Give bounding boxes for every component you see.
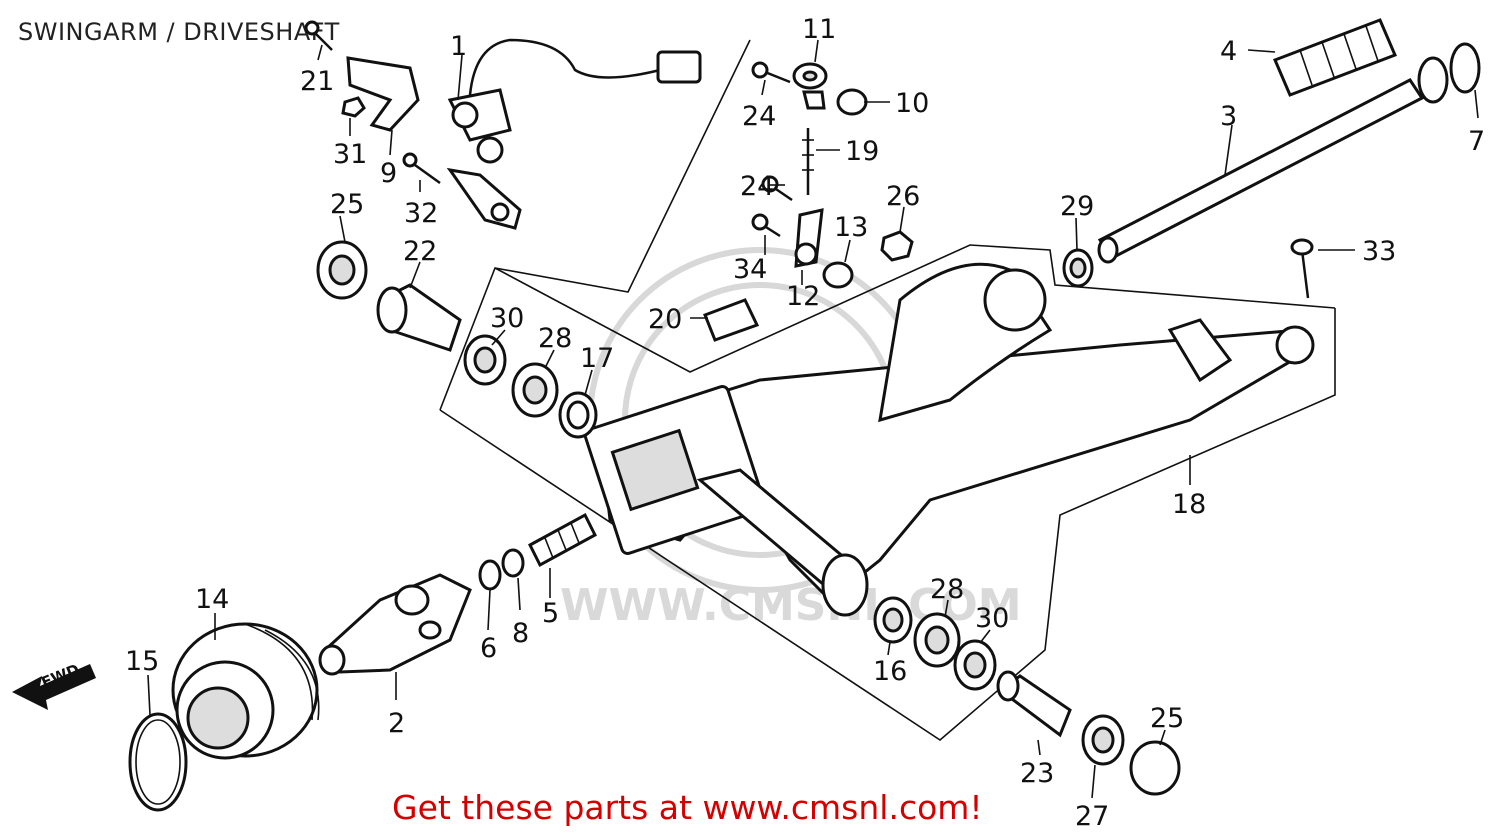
part-4-spring[interactable] xyxy=(1273,18,1397,97)
part-23-pivot-bolt[interactable] xyxy=(996,670,1072,738)
part-30-seal-upper[interactable] xyxy=(463,334,507,386)
callout-22: 22 xyxy=(403,236,437,267)
part-1-switch[interactable] xyxy=(446,38,702,230)
part-19-rod[interactable] xyxy=(802,128,814,195)
callout-19: 19 xyxy=(845,136,879,167)
assembly-outline xyxy=(439,39,1336,741)
part-32-bolt[interactable] xyxy=(402,152,441,185)
callout-25b: 25 xyxy=(1150,703,1184,734)
part-6-ring[interactable] xyxy=(478,559,502,591)
part-22-pivot-bolt[interactable] xyxy=(376,283,462,352)
callout-27: 27 xyxy=(1075,801,1109,832)
part-29-seal[interactable] xyxy=(1062,248,1094,288)
callout-30a: 30 xyxy=(490,303,524,334)
part-26-nut[interactable] xyxy=(880,230,914,262)
callout-24a: 24 xyxy=(742,101,776,132)
diagram-title: SWINGARM / DRIVESHAFT xyxy=(18,18,340,46)
part-24-bolt-upper[interactable] xyxy=(751,61,791,84)
callout-15: 15 xyxy=(125,646,159,677)
part-11-washer[interactable] xyxy=(792,62,828,110)
leader-lines xyxy=(147,39,1479,799)
callout-2: 2 xyxy=(388,708,405,739)
callout-34: 34 xyxy=(733,254,767,285)
part-33-bolt[interactable] xyxy=(1290,238,1314,299)
part-34-bolt[interactable] xyxy=(751,213,781,238)
callout-4: 4 xyxy=(1220,36,1237,67)
part-25-cap-upper[interactable] xyxy=(316,240,368,300)
part-2-universal-joint[interactable] xyxy=(318,573,472,676)
callout-11: 11 xyxy=(802,14,836,45)
callout-1: 1 xyxy=(450,31,467,62)
swingarm[interactable] xyxy=(583,262,1315,617)
part-10-nut[interactable] xyxy=(836,88,868,116)
part-27-locknut[interactable] xyxy=(1081,714,1125,766)
callout-20: 20 xyxy=(648,304,682,335)
callout-18: 18 xyxy=(1172,489,1206,520)
cmsnl-link[interactable]: Get these parts at www.cmsnl.com! xyxy=(392,788,983,827)
callout-28b: 28 xyxy=(930,574,964,605)
callout-6: 6 xyxy=(480,633,497,664)
callout-23: 23 xyxy=(1020,758,1054,789)
callout-33: 33 xyxy=(1362,236,1396,267)
part-15-band[interactable] xyxy=(128,712,188,812)
callout-31: 31 xyxy=(333,139,367,170)
fwd-arrow-icon: FWD xyxy=(12,660,96,710)
part-21-screw[interactable] xyxy=(304,20,333,51)
part-30-seal-lower[interactable] xyxy=(953,639,997,691)
part-8-washer[interactable] xyxy=(501,548,525,578)
callout-12: 12 xyxy=(786,281,820,312)
callout-5: 5 xyxy=(542,598,559,629)
callout-8: 8 xyxy=(512,618,529,649)
callout-29: 29 xyxy=(1060,191,1094,222)
callouts: 1 2 3 4 5 6 7 8 9 10 11 12 13 14 15 16 1… xyxy=(125,14,1485,832)
part-12-arm[interactable] xyxy=(794,208,824,268)
part-28-bearing-upper[interactable] xyxy=(511,362,559,418)
callout-7: 7 xyxy=(1468,126,1485,157)
part-31-nut[interactable] xyxy=(341,96,366,118)
part-16-seal[interactable] xyxy=(873,596,913,644)
part-24-bolt-lower[interactable] xyxy=(761,175,793,202)
part-5-spring[interactable] xyxy=(528,512,597,568)
part-20-plate[interactable] xyxy=(703,298,760,342)
callout-30b: 30 xyxy=(975,603,1009,634)
callout-10: 10 xyxy=(895,88,929,119)
callout-21: 21 xyxy=(300,66,334,97)
callout-3: 3 xyxy=(1220,101,1237,132)
part-13-nut[interactable] xyxy=(822,261,854,289)
part-14-boot[interactable] xyxy=(171,622,320,760)
part-3-driveshaft[interactable] xyxy=(1097,56,1449,264)
callout-9: 9 xyxy=(380,158,397,189)
callout-13: 13 xyxy=(834,212,868,243)
callout-17: 17 xyxy=(580,343,614,374)
part-28-bearing-lower[interactable] xyxy=(913,612,961,668)
callout-25a: 25 xyxy=(330,189,364,220)
callout-32: 32 xyxy=(404,198,438,229)
callout-24b: 24 xyxy=(740,171,774,202)
part-17-ring[interactable] xyxy=(558,391,598,439)
part-25-cap-lower[interactable] xyxy=(1129,740,1181,796)
part-9-bracket[interactable] xyxy=(346,56,420,132)
callout-26: 26 xyxy=(886,181,920,212)
callout-28a: 28 xyxy=(538,323,572,354)
callout-16: 16 xyxy=(873,656,907,687)
callout-14: 14 xyxy=(195,584,229,615)
part-7-circlip[interactable] xyxy=(1449,42,1481,94)
